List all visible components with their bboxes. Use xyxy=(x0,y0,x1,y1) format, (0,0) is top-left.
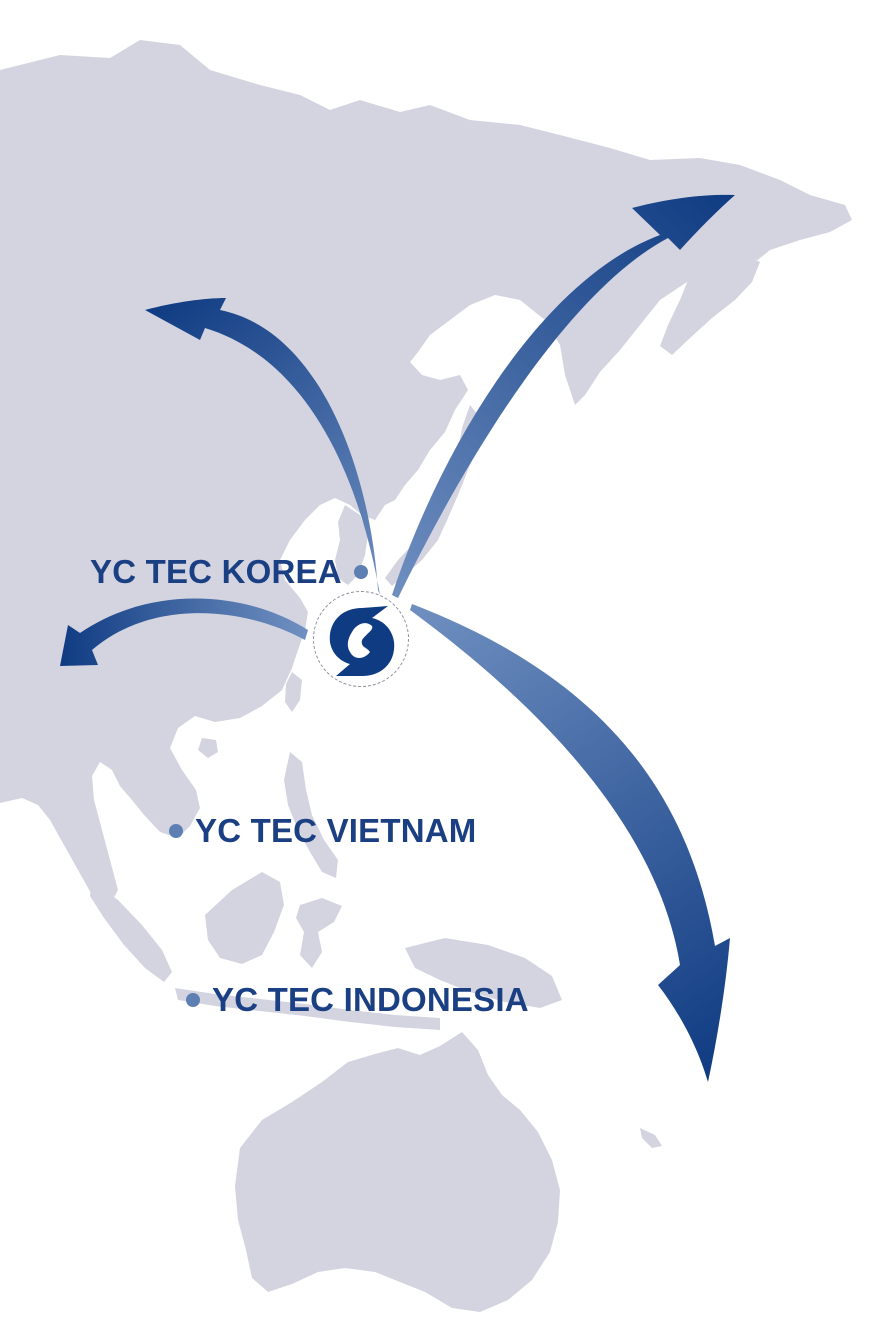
location-name-vietnam: YC TEC VIETNAM xyxy=(195,812,477,849)
route-arrows xyxy=(60,194,735,1082)
landmass-australia xyxy=(235,1032,560,1312)
location-label-vietnam: YC TEC VIETNAM xyxy=(169,812,476,850)
landmass-sumatra xyxy=(90,880,172,982)
landmass-taiwan xyxy=(285,672,302,712)
landmass-new-guinea xyxy=(405,938,562,1008)
location-dot-korea xyxy=(353,565,368,579)
landmass-hainan xyxy=(198,738,218,758)
landmass-kamchatka xyxy=(660,240,760,355)
location-name-korea: YC TEC KOREA xyxy=(90,553,342,590)
landmass-sakhalin xyxy=(570,330,590,402)
landmass-sulawesi xyxy=(296,898,342,968)
landmass-asia xyxy=(0,40,852,905)
hub-dashed-circle xyxy=(313,591,409,687)
location-dot-indonesia xyxy=(186,993,200,1007)
landmass-philippines xyxy=(284,752,338,878)
landmass-small-islands xyxy=(640,1128,662,1148)
route-arrow-west xyxy=(60,598,308,666)
landmass-borneo xyxy=(205,872,284,964)
route-arrow-north-west xyxy=(145,298,380,595)
location-dot-vietnam xyxy=(169,824,183,838)
location-label-korea: YC TEC KOREA xyxy=(90,553,368,591)
route-arrow-south-east xyxy=(410,604,730,1082)
location-label-indonesia: YC TEC INDONESIA xyxy=(186,981,529,1019)
landmass-java xyxy=(175,988,440,1030)
location-name-indonesia: YC TEC INDONESIA xyxy=(212,981,529,1018)
